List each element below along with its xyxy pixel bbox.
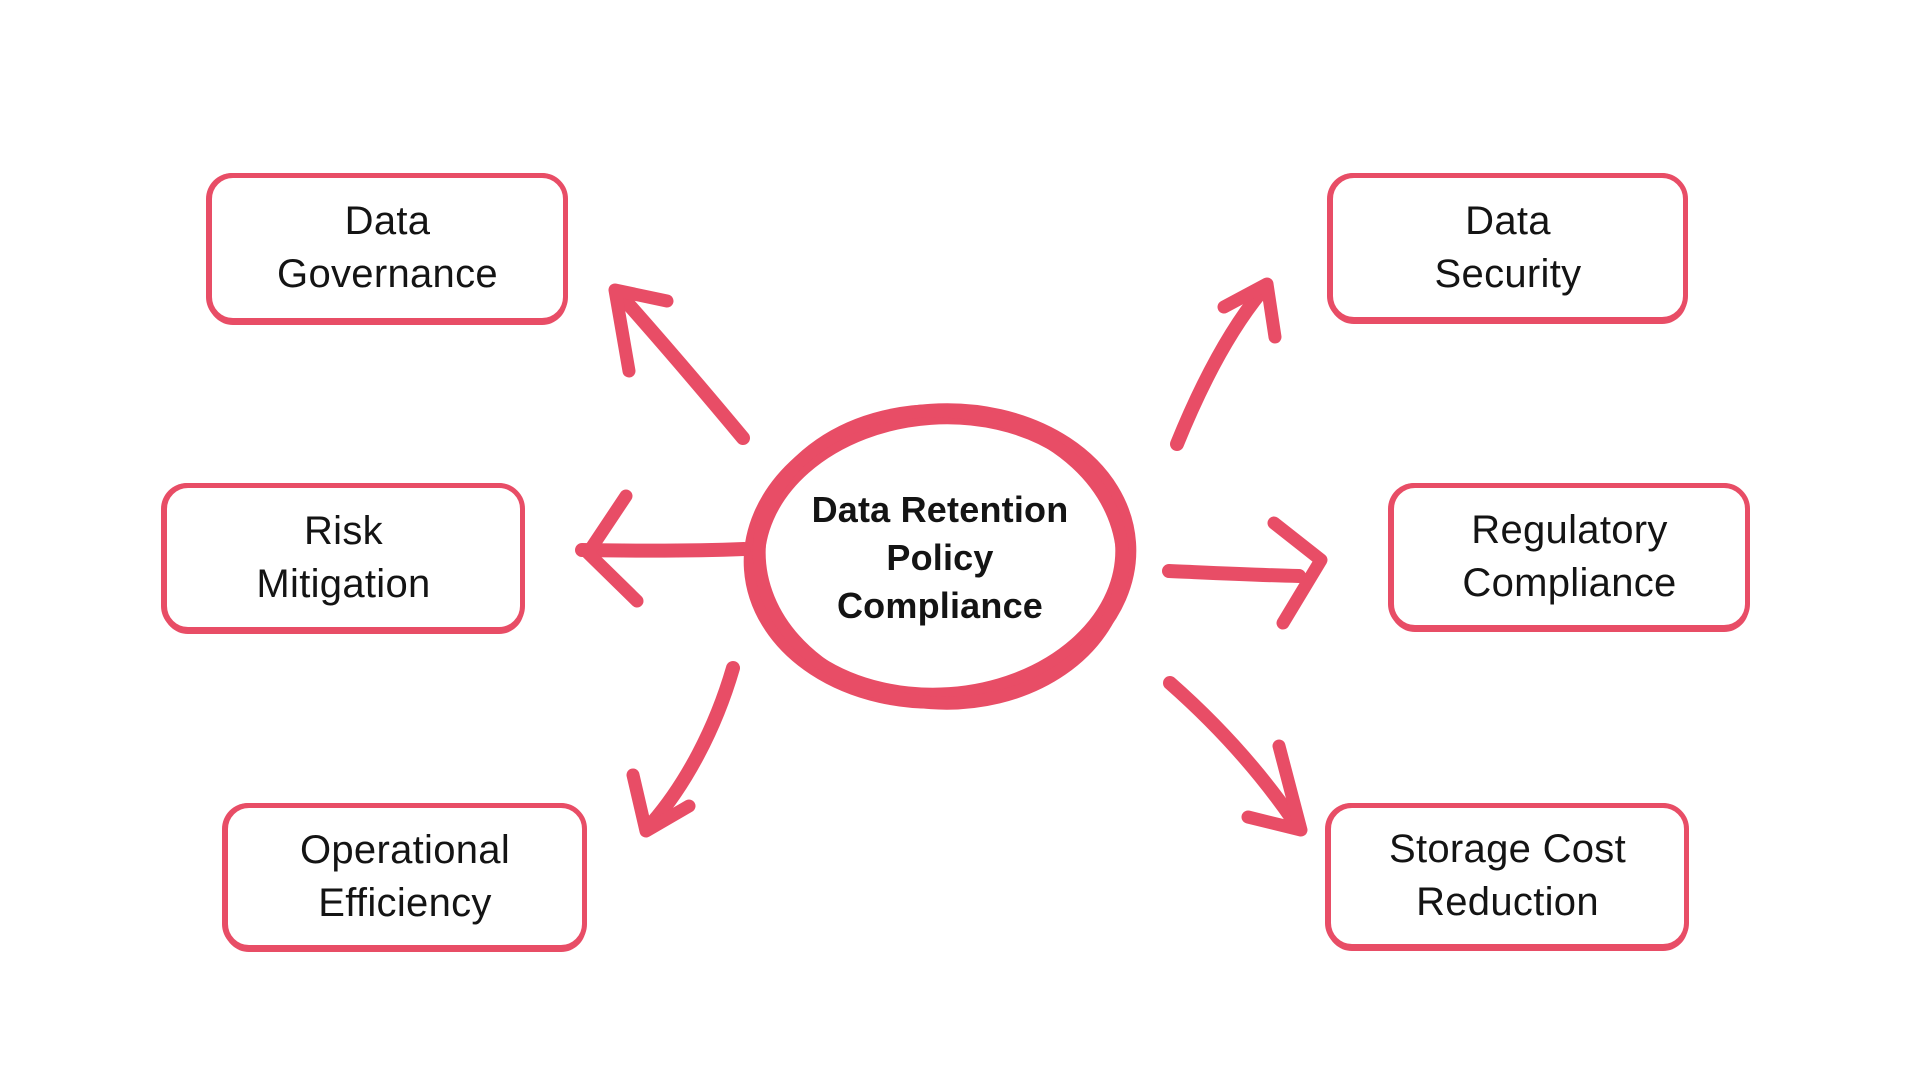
arrow-data-security — [1170, 277, 1282, 451]
arrow-data-governance — [608, 283, 750, 445]
node-risk-mitigation: Risk Mitigation — [162, 483, 525, 632]
node-label-line: Compliance — [1462, 560, 1677, 605]
node-label-line: Data — [344, 199, 431, 243]
node-label-line: Risk — [304, 508, 383, 553]
node-label-line: Reduction — [1416, 880, 1599, 924]
node-regulatory-compliance: Regulatory Compliance — [1389, 483, 1750, 630]
arrow-regulatory-compliance — [1162, 516, 1328, 630]
node-data-security: Data Security — [1328, 173, 1688, 322]
node-label-line: Mitigation — [256, 561, 431, 606]
arrow-operational-efficiency — [626, 661, 740, 838]
center-label-line: Data Retention — [811, 488, 1069, 530]
center-label-line: Compliance — [836, 584, 1044, 626]
node-operational-efficiency: Operational Efficiency — [223, 803, 587, 950]
node-label-line: Governance — [277, 252, 498, 296]
arrow-risk-mitigation — [575, 489, 751, 608]
node-data-governance: Data Governance — [207, 173, 568, 323]
node-label-line: Efficiency — [318, 880, 492, 925]
node-label-line: Storage Cost — [1388, 827, 1627, 871]
node-label-line: Regulatory — [1471, 507, 1668, 552]
arrow-storage-cost-reduction — [1163, 676, 1308, 837]
node-label-line: Operational — [299, 827, 511, 872]
center-ellipse — [743, 403, 1137, 710]
node-label-line: Security — [1434, 251, 1582, 296]
node-label-line: Data — [1465, 198, 1551, 243]
center-node-label: Data Retention Policy Compliance — [770, 460, 1110, 655]
node-storage-cost-reduction: Storage Cost Reduction — [1326, 803, 1689, 949]
center-label-line: Policy — [886, 536, 994, 578]
